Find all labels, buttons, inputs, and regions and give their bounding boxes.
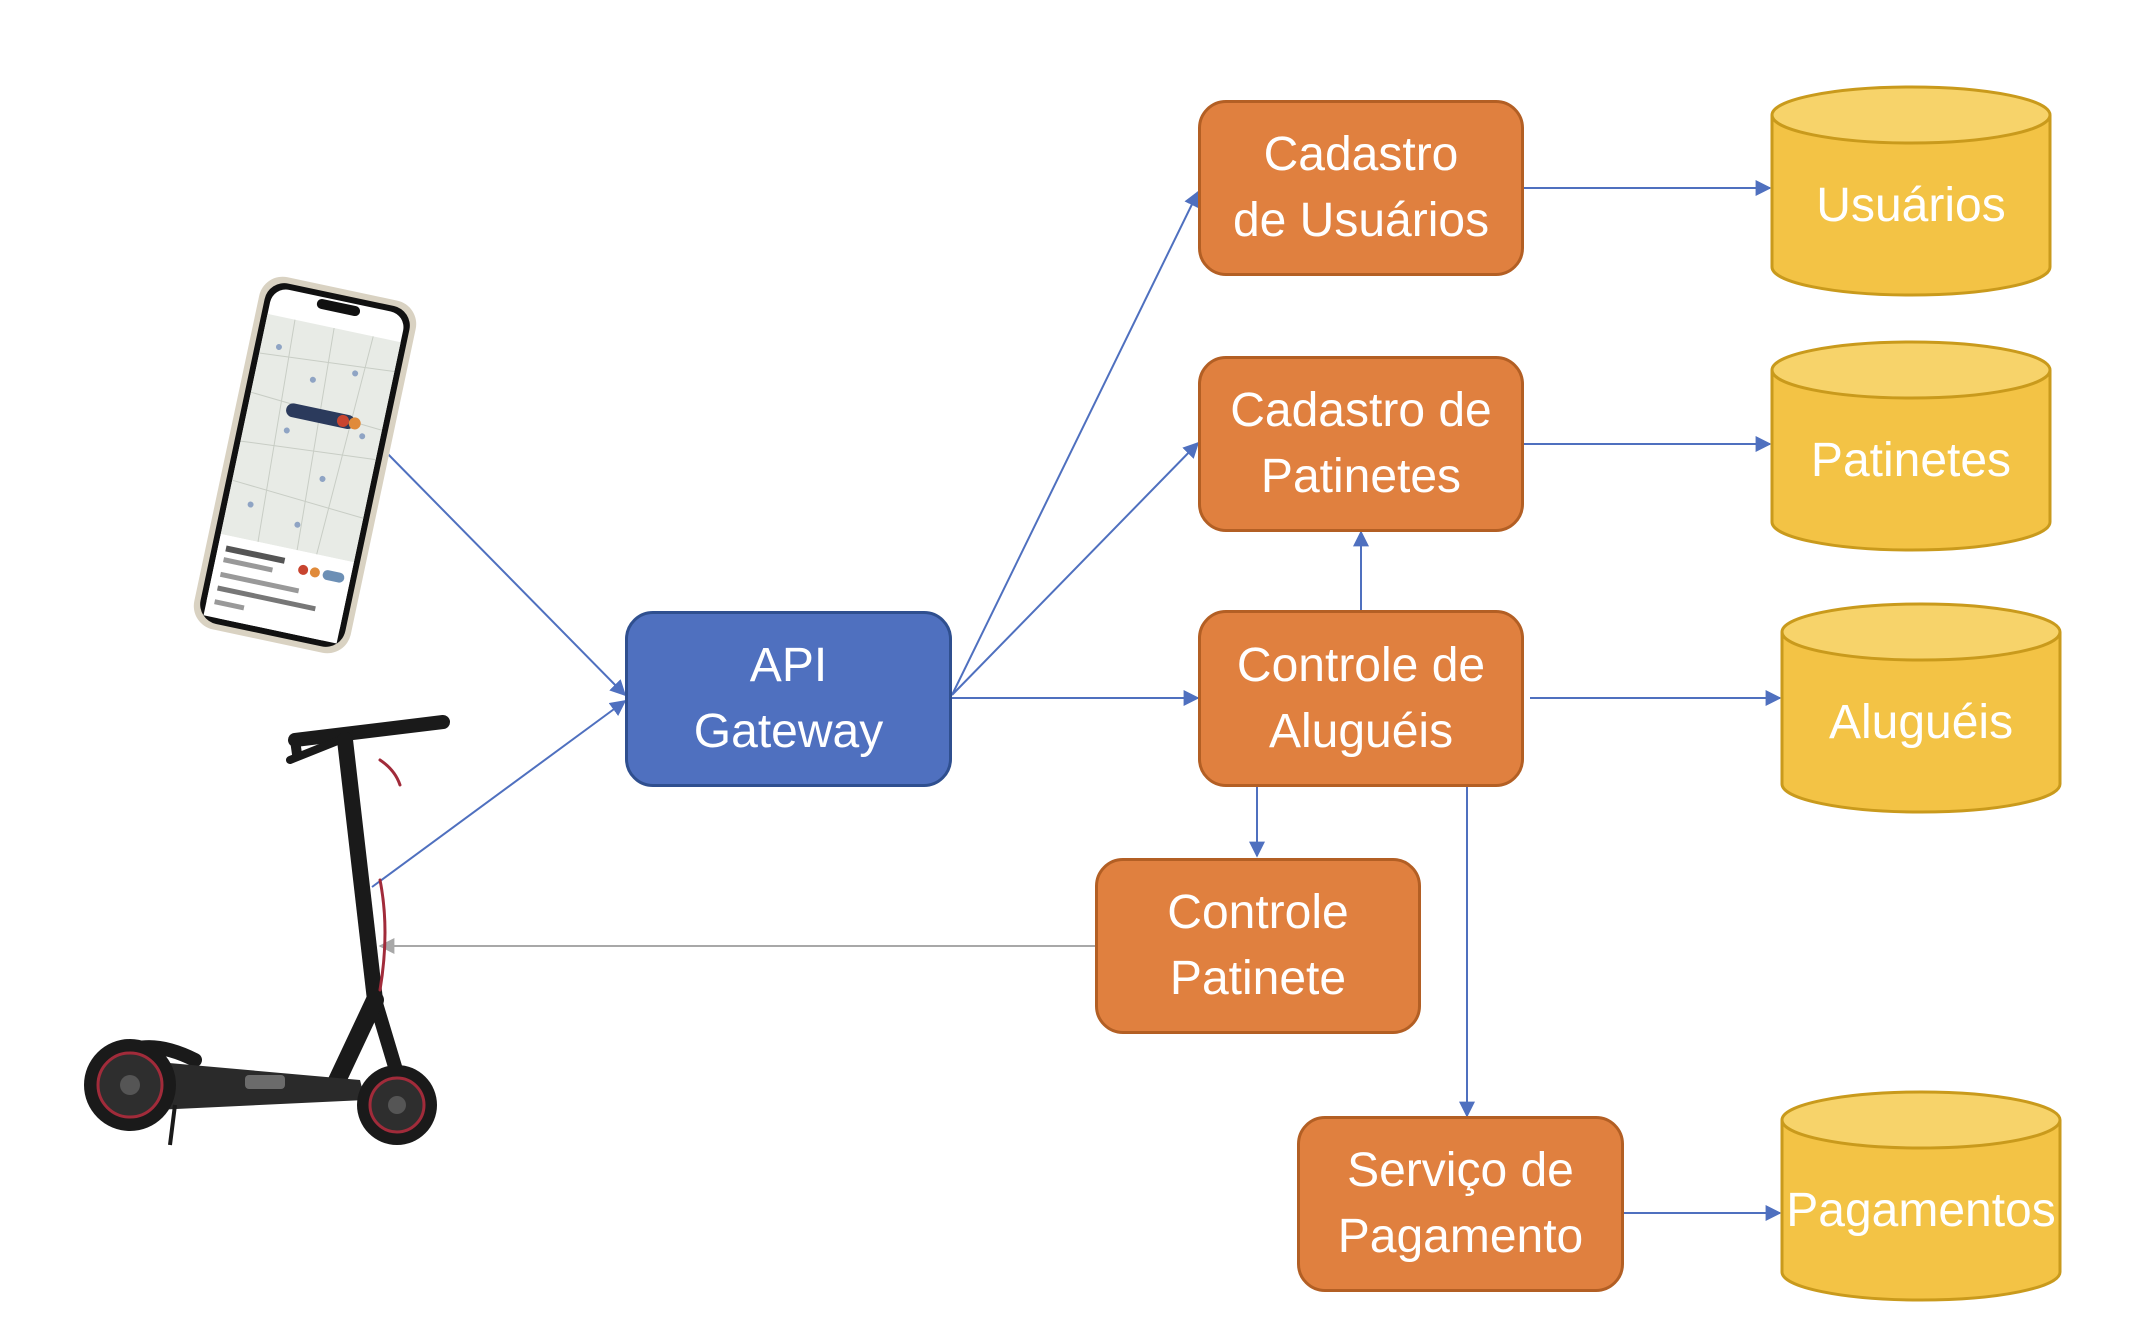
pagamentos-db-label: Pagamentos <box>1786 1183 2056 1237</box>
cadastro-patinetes-node: Cadastro de Patinetes <box>1198 356 1524 532</box>
cadastro-usuarios-node: Cadastro de Usuários <box>1198 100 1524 276</box>
servico-pagamento-node: Serviço de Pagamento <box>1297 1116 1624 1292</box>
controle-alugueis-label: Controle de Aluguéis <box>1236 638 1486 758</box>
arrow-phone-to-gateway <box>381 447 627 697</box>
controle-alugueis-node: Controle de Aluguéis <box>1198 610 1524 787</box>
patinetes-database: Patinetes <box>1770 340 2052 552</box>
servico-pagamento-label: Serviço de Pagamento <box>1337 1144 1584 1263</box>
cadastro-usuarios-label: Cadastro de Usuários <box>1232 128 1490 247</box>
api-gateway-label: API Gateway <box>693 639 884 758</box>
alugueis-db-label: Aluguéis <box>1828 695 2014 749</box>
arrow-gateway-to-cadastro-patinetes <box>951 441 1200 696</box>
usuarios-db-label: Usuários <box>1816 178 2006 232</box>
patinetes-db-label: Patinetes <box>1810 433 2012 487</box>
controle-patinete-label: Controle Patinete <box>1167 886 1349 1005</box>
arrow-scooter-to-gateway <box>371 700 627 888</box>
api-gateway-node: API Gateway <box>625 611 952 787</box>
alugueis-database: Aluguéis <box>1780 602 2062 814</box>
pagamentos-database: Pagamentos <box>1780 1090 2062 1302</box>
controle-patinete-node: Controle Patinete <box>1095 858 1421 1034</box>
electric-scooter-icon <box>84 715 450 1146</box>
cadastro-patinetes-label: Cadastro de Patinetes <box>1230 384 1492 503</box>
arrow-gateway-to-cadastro-usuarios <box>951 190 1199 696</box>
usuarios-database: Usuários <box>1770 85 2052 297</box>
smartphone-app-icon <box>193 276 417 654</box>
